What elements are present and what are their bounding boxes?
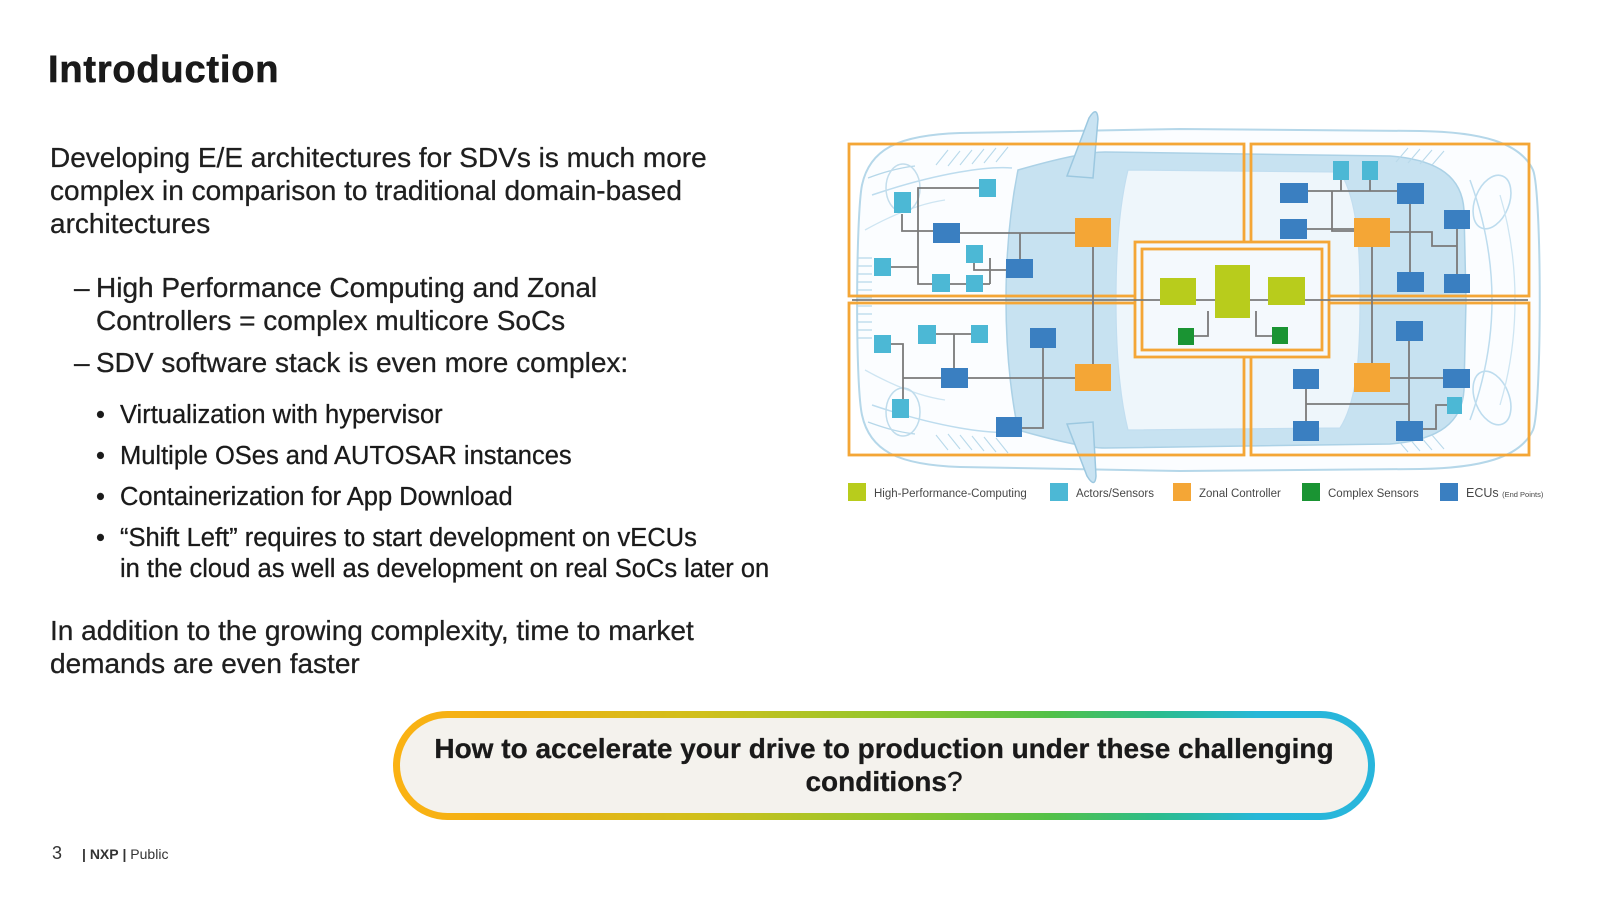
svg-text:Complex Sensors: Complex Sensors xyxy=(1328,488,1419,500)
svg-text:Actors/Sensors: Actors/Sensors xyxy=(1076,488,1154,500)
svg-text:Zonal Controller: Zonal Controller xyxy=(1199,488,1281,500)
svg-text:High-Performance-Computing: High-Performance-Computing xyxy=(874,488,1027,500)
svg-text:ECUs (End Points): ECUs (End Points) xyxy=(1466,486,1544,500)
